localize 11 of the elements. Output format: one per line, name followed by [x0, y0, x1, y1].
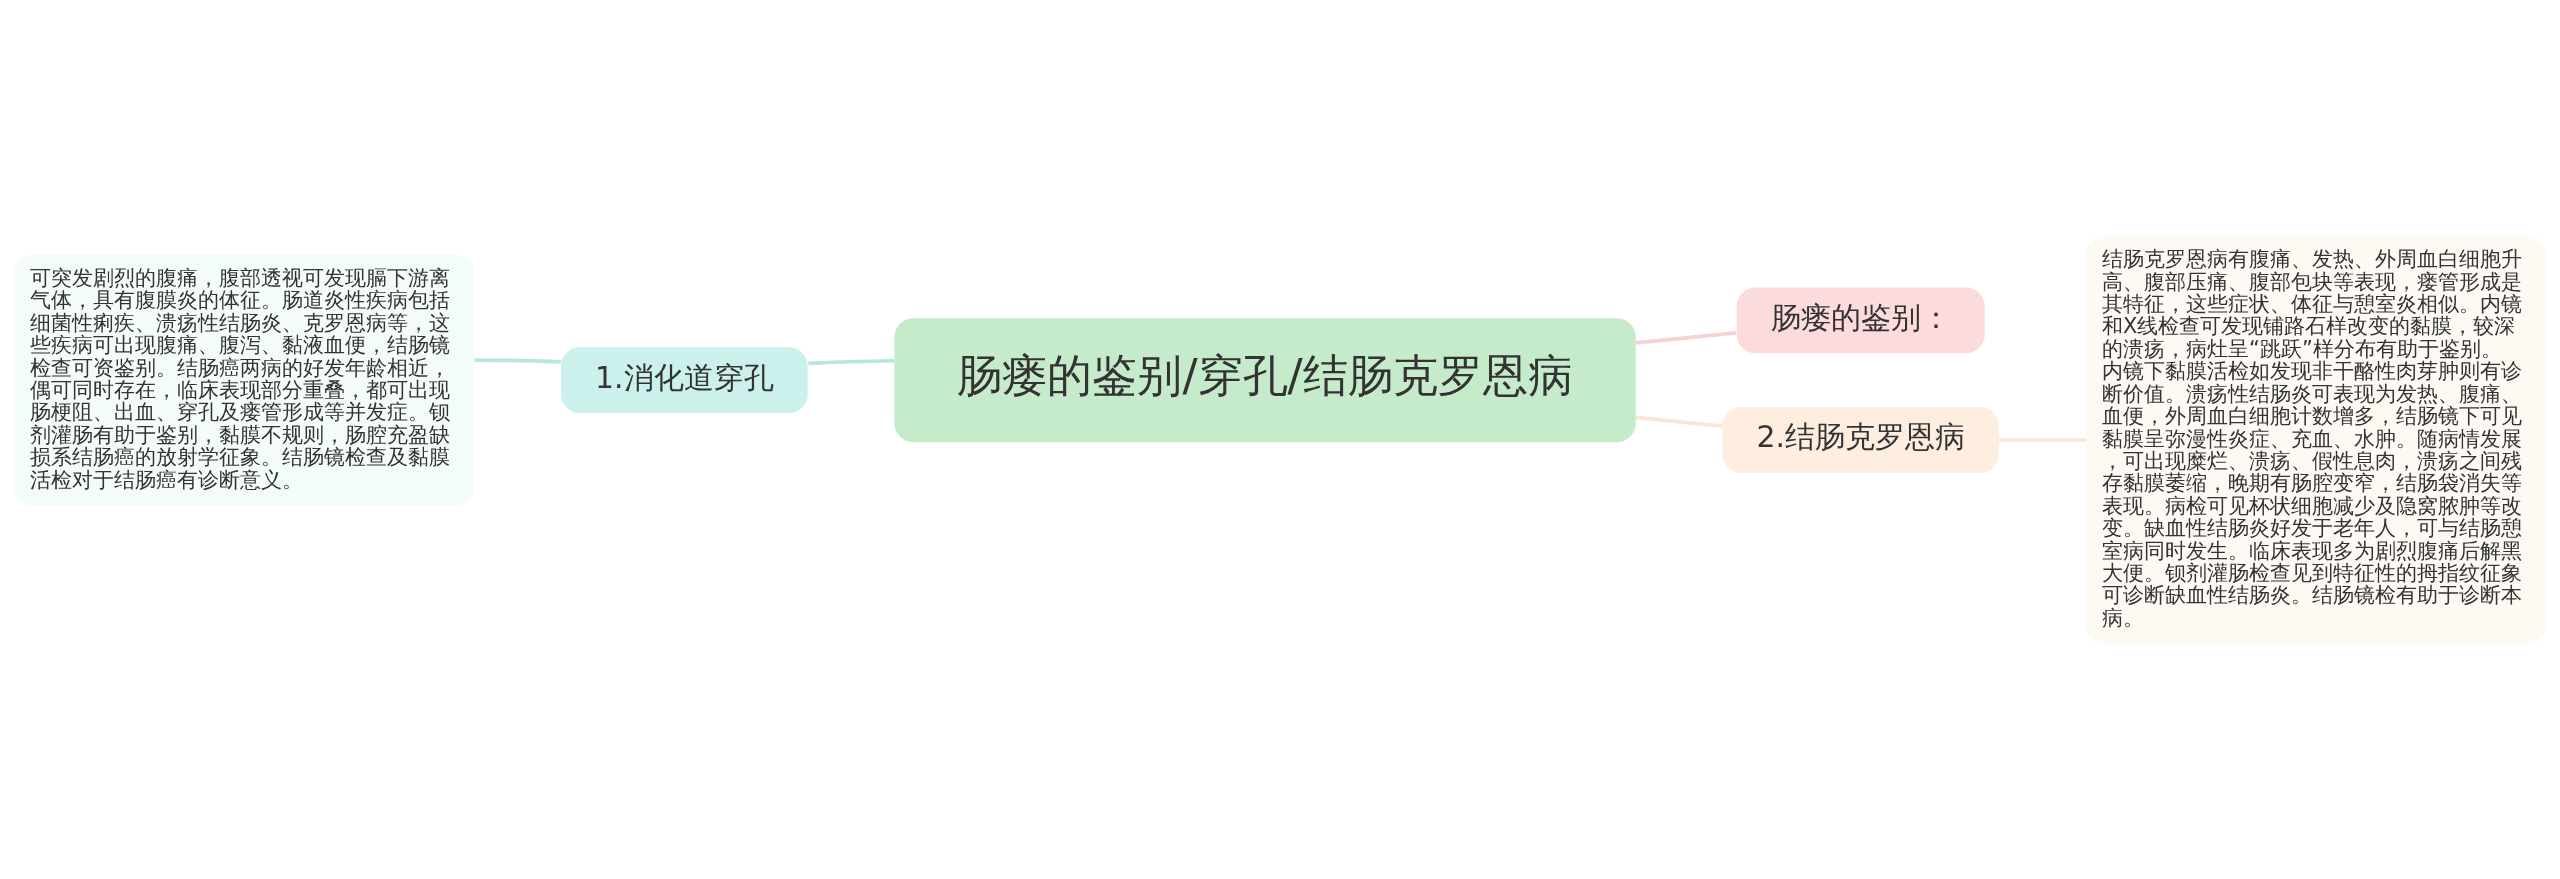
- node-box: 肠瘘的鉴别/穿孔/结肠克罗恩病: [894, 317, 1636, 442]
- connector: [808, 358, 895, 365]
- node-box: 结肠克罗恩病有腹痛、发热、外周血白细胞升高、腹部压痛、腹部包块等表现，瘘管形成是其特征，这些症状、体征与憩室炎相似。内镜和X线检查可发现铺路石样改变的黏膜，较深的溃疡，病灶呈“跳跃”样分布有助于鉴别。内镜下黏膜活检如发现非干酪性肉芽肿则有诊断价值。溃疡性结肠炎可表现为发热、腹痛、血便，外周血白细胞计数增多，结肠镜下可见黏膜呈弥漫性炎症、充血、水肿。随病情发展，可出现糜烂、溃疡、假性息肉，溃疡之间残存黏膜萎缩，晚期有肠腔变窄，结肠袋消失等表现。病检可见杯状细胞减少及隐窝脓肿等改变。缺血性结肠炎好发于老年人，可与结肠憩室病同时发生。临床表现多为剧烈腹痛后解黑大便。钡剂灌肠检查见到特征性的拇指纹征象可诊断缺血性结肠炎。结肠镜检有助于诊断本病。: [2085, 235, 2546, 644]
- node-box: 肠瘘的鉴别：: [1736, 287, 1985, 353]
- node-box: 2.结肠克罗恩病: [1722, 406, 1999, 473]
- node-box: 1.消化道穿孔: [561, 346, 808, 413]
- connector: [1635, 330, 1737, 345]
- node-box: 可突发剧烈的腹痛，腹部透视可发现膈下游离气体，具有腹膜炎的体征。肠道炎性疾病包括细菌性痢疾、溃疡性结肠炎、克罗恩病等，这些疾病可出现腹痛、腹泻、黏液血便，结肠镜检查可资鉴别。结肠癌两病的好发年龄相近，偶可同时存在，临床表现部分重叠，都可出现肠梗阻、出血、穿孔及瘘管形成等并发症。钡剂灌肠有助于鉴别，黏膜不规则，肠腔充盈缺损系结肠癌的放射学征象。结肠镜检查及黏膜活检对于结肠癌有诊断意义。: [14, 254, 475, 506]
- connector: [1635, 415, 1723, 428]
- connector: [474, 357, 561, 364]
- connector: [1999, 437, 2086, 442]
